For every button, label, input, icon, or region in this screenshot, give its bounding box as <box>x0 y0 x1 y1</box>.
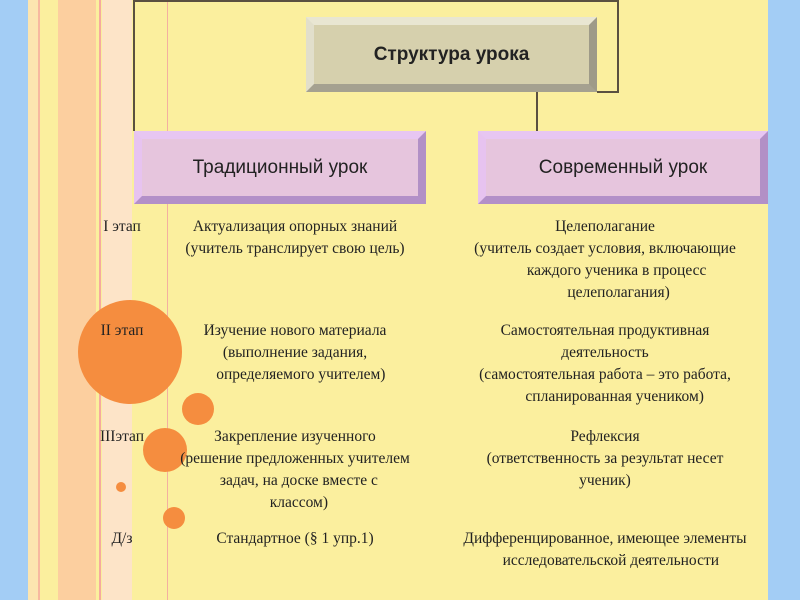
stage-label: IIIэтап <box>99 428 145 445</box>
traditional-cell: Актуализация опорных знаний (учитель тра… <box>185 218 405 257</box>
stage-label: I этап <box>103 218 141 235</box>
decor-circle <box>116 482 126 492</box>
decor-circle <box>78 300 182 404</box>
connector-line <box>536 92 538 132</box>
decor-circle <box>182 393 214 425</box>
traditional-cell: Закрепление изученного (решение предложе… <box>180 428 410 511</box>
slide <box>28 0 768 600</box>
traditional-lesson-header: Традиционный урок <box>134 131 426 204</box>
frame-top-line <box>133 0 619 2</box>
modern-cell: Рефлексия (ответственность за результат … <box>486 428 724 489</box>
frame-left-line <box>133 0 135 131</box>
decor-stripe <box>38 0 40 600</box>
modern-cell: Целеполагание (учитель создает условия, … <box>474 218 736 301</box>
title-box: Структура урока <box>306 17 597 92</box>
modern-cell: Дифференцированное, имеющее элементы исс… <box>463 530 747 569</box>
decor-circle <box>163 507 185 529</box>
traditional-cell: Стандартное (§ 1 упр.1) <box>216 530 374 547</box>
decor-stripe <box>58 0 96 600</box>
modern-cell: Самостоятельная продуктивная деятельност… <box>479 322 731 405</box>
stage-label: Д/з <box>111 530 133 547</box>
decor-circle <box>143 428 187 472</box>
traditional-cell: Изучение нового материала (выполнение за… <box>203 322 387 383</box>
stage-label: II этап <box>100 322 144 339</box>
decor-stripe <box>28 0 38 600</box>
decor-stripe <box>167 0 168 600</box>
decor-stripe <box>99 0 101 600</box>
frame-right-bottom-line <box>597 91 619 93</box>
frame-right-line <box>617 0 619 92</box>
modern-lesson-header: Современный урок <box>478 131 768 204</box>
